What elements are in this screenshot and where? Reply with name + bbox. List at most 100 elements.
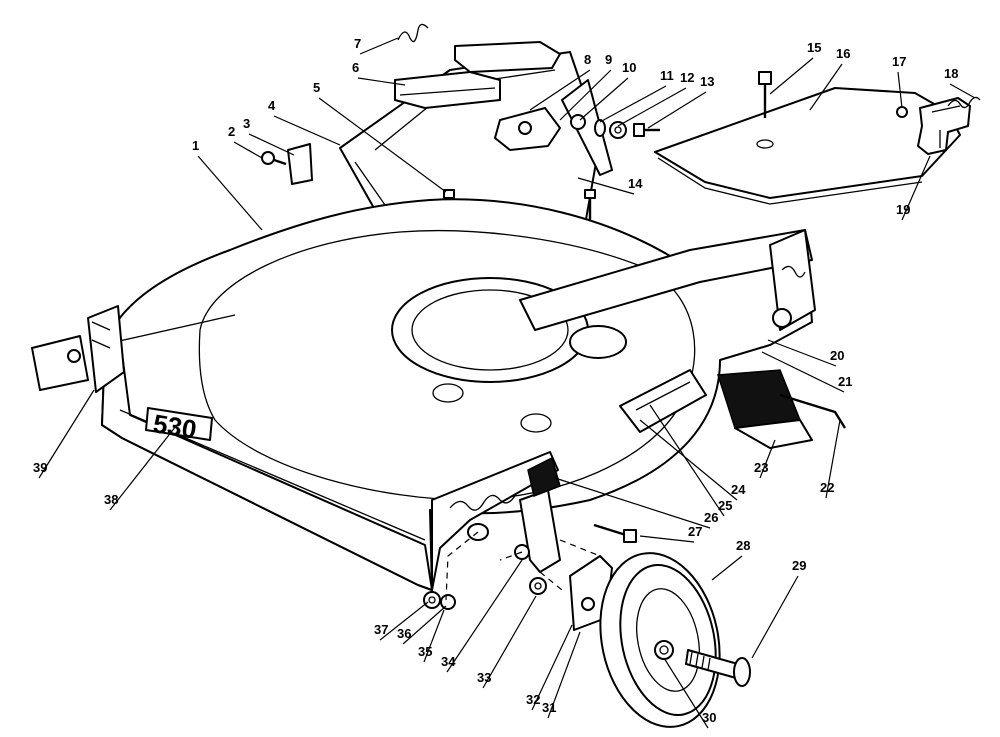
callout-24: 24: [731, 482, 746, 497]
callout-18: 18: [944, 66, 958, 81]
discharge-chute: [654, 87, 961, 205]
callout-3: 3: [243, 116, 250, 131]
callout-16: 16: [836, 46, 850, 61]
bolt-13: [633, 123, 660, 137]
height-lever-plate: [494, 107, 561, 151]
callout-leader-12: [617, 87, 687, 127]
callout-leader-4: [273, 115, 341, 146]
callout-leader-28: [711, 555, 743, 581]
callout-7: 7: [354, 36, 361, 51]
rear-flap-rod: [779, 393, 847, 429]
callout-leader-37: [379, 601, 429, 641]
callout-leader-3: [248, 133, 295, 156]
spring-wire: [397, 23, 429, 43]
callout-28: 28: [736, 538, 750, 553]
callout-leader-16: [809, 63, 843, 111]
callout-21: 21: [838, 374, 852, 389]
callout-39: 39: [33, 460, 47, 475]
callout-38: 38: [104, 492, 118, 507]
callout-leader-14: [577, 177, 635, 195]
callout-27: 27: [688, 524, 702, 539]
model-decal: 530: [145, 407, 213, 445]
callout-leader-39: [38, 389, 95, 479]
callout-leader-33: [482, 595, 537, 689]
callout-33: 33: [477, 670, 491, 685]
callout-17: 17: [892, 54, 906, 69]
callout-13: 13: [700, 74, 714, 89]
callout-leader-20: [767, 339, 837, 367]
wheel: [599, 552, 721, 728]
callout-leader-1: [197, 155, 263, 231]
callout-4: 4: [268, 98, 276, 113]
callout-20: 20: [830, 348, 844, 363]
callout-1: 1: [192, 138, 199, 153]
callout-leader-21: [761, 351, 845, 393]
callout-leader-31: [547, 631, 581, 719]
chute-bracket: [917, 97, 971, 155]
assembly-guide-lines: [445, 531, 601, 601]
callout-leader-11: [599, 85, 667, 123]
callout-11: 11: [660, 68, 674, 83]
callout-15: 15: [807, 40, 821, 55]
screw-2: [261, 151, 287, 166]
callout-leader-22: [825, 419, 841, 499]
callout-leader-35: [423, 609, 445, 663]
callout-leader-5: [318, 97, 447, 193]
callout-8: 8: [584, 52, 591, 67]
callout-leader-18: [949, 83, 976, 99]
bolt-27: [593, 523, 637, 543]
callout-leader-17: [897, 71, 903, 109]
callout-leader-34: [446, 559, 523, 673]
chute-nut: [896, 106, 908, 118]
callout-25: 25: [718, 498, 732, 513]
height-adjust-lever: [519, 456, 561, 573]
callout-leader-25: [649, 404, 725, 517]
callout-10: 10: [622, 60, 636, 75]
callout-22: 22: [820, 480, 834, 495]
handle-grip-rear: [454, 41, 561, 73]
washer-36: [440, 594, 456, 610]
screw-14: [584, 189, 596, 222]
callout-6: 6: [352, 60, 359, 75]
callout-leader-24: [639, 419, 738, 501]
callout-30: 30: [702, 710, 716, 725]
callout-leader-10: [579, 77, 629, 121]
callout-26: 26: [704, 510, 718, 525]
callout-2: 2: [228, 124, 235, 139]
callout-14: 14: [628, 176, 643, 191]
callout-leader-13: [647, 91, 707, 129]
callout-37: 37: [374, 622, 388, 637]
callout-leader-26: [554, 477, 711, 529]
callout-leader-19: [901, 155, 931, 221]
callout-leader-15: [769, 57, 814, 95]
callout-leader-30: [663, 657, 709, 729]
decal-text: 530: [151, 408, 199, 444]
callout-leader-9: [559, 69, 612, 121]
rear-height-bracket: [31, 305, 125, 393]
callout-34: 34: [441, 654, 456, 669]
callout-31: 31: [542, 700, 556, 715]
callout-leader-38: [109, 425, 177, 511]
callout-leader-6: [357, 77, 406, 86]
handle-grip-front: [394, 71, 501, 109]
callout-leader-23: [759, 439, 776, 479]
axle-bolt: [685, 649, 751, 687]
callout-36: 36: [397, 626, 411, 641]
washer-11: [594, 119, 606, 137]
callout-23: 23: [754, 460, 768, 475]
lever-bar: [561, 79, 613, 176]
callout-leader-2: [233, 141, 263, 159]
callout-35: 35: [418, 644, 432, 659]
nut-12: [609, 121, 627, 139]
callout-5: 5: [313, 80, 320, 95]
nut-33: [529, 577, 547, 595]
callout-leader-29: [751, 575, 799, 659]
clip-3: [287, 143, 313, 185]
callout-leader-32: [531, 624, 573, 711]
callout-29: 29: [792, 558, 806, 573]
nut-37: [423, 591, 441, 609]
callout-leader-36: [402, 605, 447, 645]
callout-leader-27: [639, 535, 695, 543]
